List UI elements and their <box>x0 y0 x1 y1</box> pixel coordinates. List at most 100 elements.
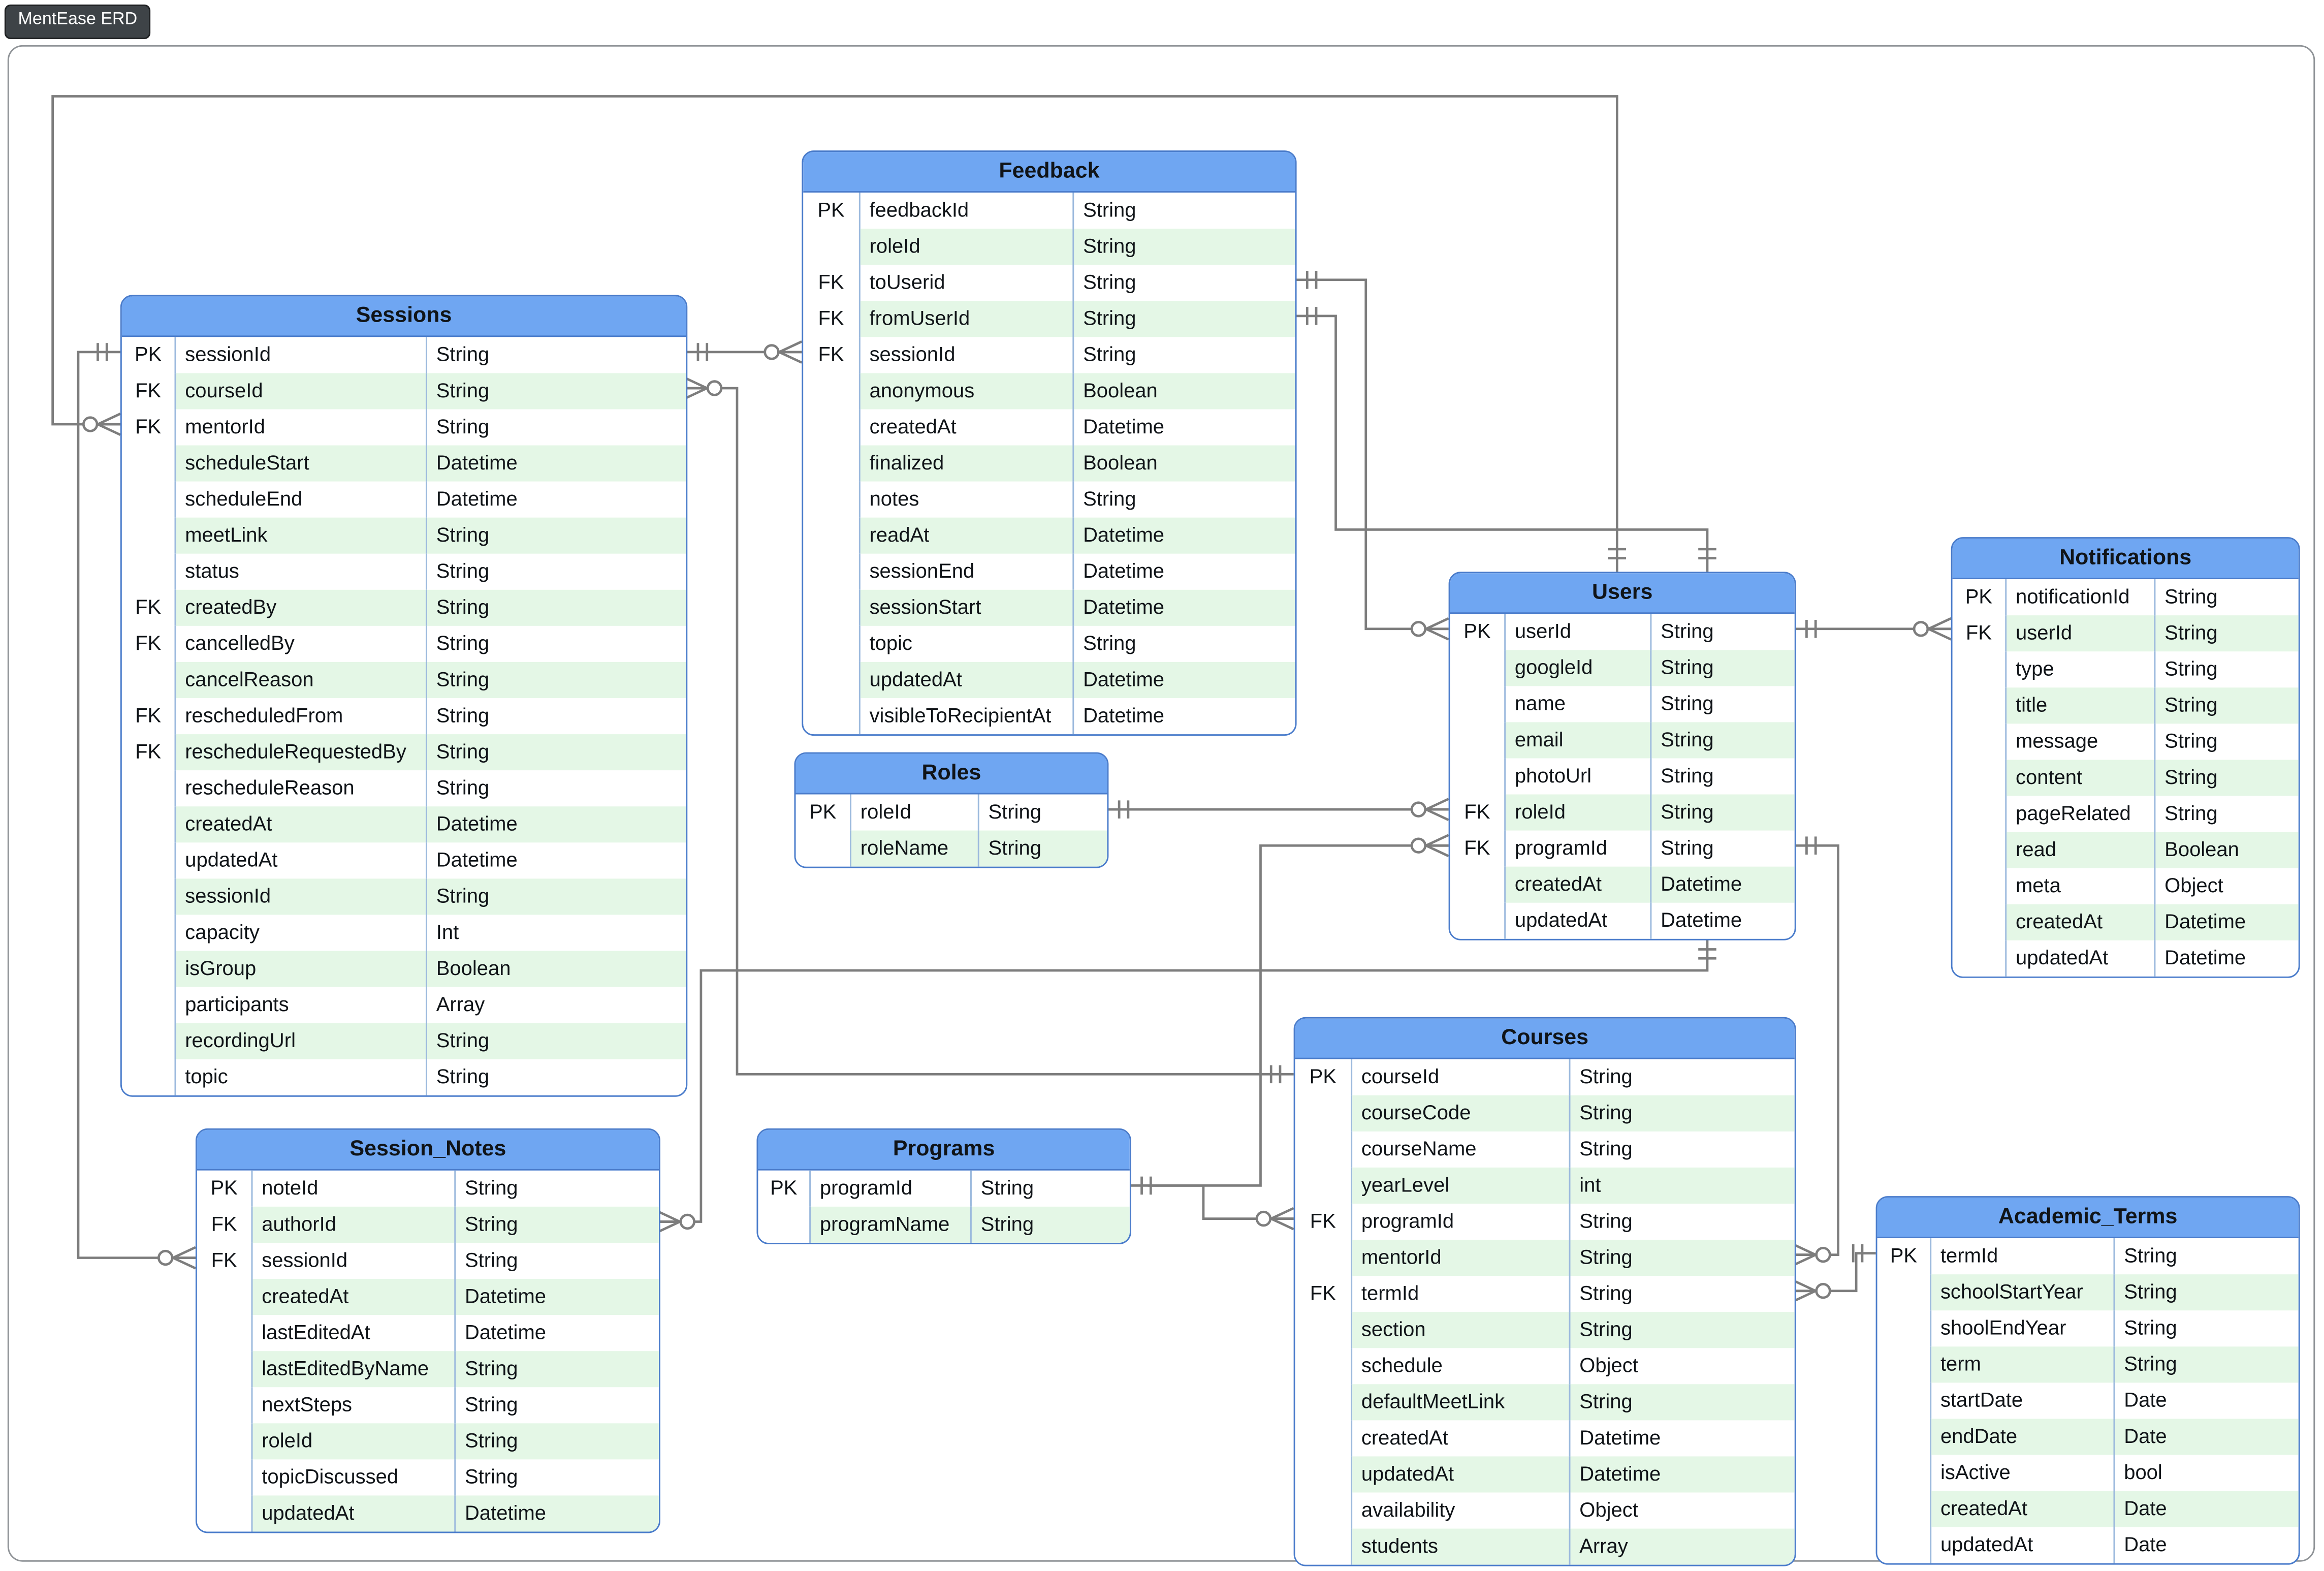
relationship-feedback-users <box>1293 271 1449 641</box>
attribute-key <box>1295 1348 1353 1385</box>
attribute-field: createdAt <box>176 806 427 843</box>
table-title-roles[interactable]: Roles <box>795 753 1107 795</box>
attribute-type: String <box>1661 692 1714 715</box>
attribute-field: sessionStart <box>860 589 1074 626</box>
attribute-field: programId <box>1506 830 1652 867</box>
attribute-type: String <box>456 1206 659 1243</box>
attribute-row: createdAt Datetime <box>803 409 1295 446</box>
table-title-sessions[interactable]: Sessions <box>121 296 686 337</box>
attribute-field: topic <box>861 625 1074 662</box>
attribute-key <box>1877 1274 1932 1311</box>
attribute-type: Datetime <box>1083 415 1165 438</box>
attribute-type: Datetime <box>2164 946 2246 969</box>
table-title-programs[interactable]: Programs <box>758 1129 1130 1171</box>
attribute-key: PK <box>1877 1238 1932 1275</box>
table-title-users[interactable]: Users <box>1450 573 1795 614</box>
attribute-field: updatedAt <box>1506 902 1652 939</box>
attribute-field: userId <box>1506 614 1652 650</box>
attribute-type: Boolean <box>1074 373 1295 410</box>
attribute-key <box>197 1387 253 1424</box>
attribute-field: visibleToRecipientAt <box>861 698 1074 735</box>
attribute-field: endDate <box>1931 1419 2115 1455</box>
attribute-field: name <box>1506 686 1652 722</box>
attribute-key <box>803 698 861 735</box>
attribute-type: Datetime <box>1651 866 1795 903</box>
attribute-key <box>1952 760 2007 796</box>
attribute-field: scheduleStart <box>176 445 427 482</box>
attribute-field: status <box>176 553 427 590</box>
attribute-type: String <box>1661 836 1714 859</box>
attribute-field: mentorId <box>1352 1240 1571 1276</box>
attribute-field: shoolEndYear <box>1931 1310 2115 1347</box>
attribute-key <box>1295 1131 1353 1168</box>
attribute-type: String <box>427 878 686 915</box>
relationship-courses-programs <box>1148 1184 1294 1231</box>
attribute-type: Date <box>2124 1533 2167 1556</box>
attribute-field: recordingUrl <box>176 1023 427 1059</box>
attribute-field: isActive <box>1931 1455 2115 1491</box>
attribute-type: Datetime <box>1074 589 1295 626</box>
attribute-field: sessionEnd <box>861 553 1074 590</box>
attribute-field: roleId <box>851 794 979 831</box>
table-title-academic_terms[interactable]: Academic_Terms <box>1877 1198 2299 1239</box>
attribute-key: FK <box>1450 830 1506 867</box>
attribute-key <box>1952 940 2007 977</box>
attribute-type: String <box>427 662 686 698</box>
attribute-field: title <box>2007 687 2156 724</box>
diagram-title-badge: MentEase ERD <box>4 4 151 39</box>
table-title-courses[interactable]: Courses <box>1295 1018 1795 1059</box>
attribute-key <box>197 1315 253 1352</box>
attribute-type: String <box>1579 1065 1633 1088</box>
attribute-key <box>197 1279 253 1315</box>
attribute-type: String <box>971 1206 1130 1243</box>
attribute-key: FK <box>1295 1203 1353 1240</box>
attribute-field: notificationId <box>2007 579 2156 616</box>
attribute-key <box>803 409 861 446</box>
attribute-type: Array <box>436 993 485 1016</box>
attribute-field: read <box>2007 832 2156 868</box>
attribute-type: String <box>1579 1281 1633 1305</box>
attribute-field: createdAt <box>861 409 1074 446</box>
table-title-notifications[interactable]: Notifications <box>1952 539 2299 580</box>
attribute-key <box>197 1495 253 1532</box>
attribute-field: nextSteps <box>252 1387 456 1424</box>
attribute-type: Datetime <box>456 1495 659 1532</box>
attribute-type: String <box>2115 1274 2299 1311</box>
relationship-sessions-users <box>51 95 1627 572</box>
table-title-session_notes[interactable]: Session_Notes <box>197 1129 659 1171</box>
attribute-type: int <box>1570 1167 1795 1204</box>
attribute-key <box>1952 868 2007 904</box>
attribute-type: String <box>1651 650 1795 686</box>
relationship-sessions-feedback <box>684 340 803 364</box>
table-title-feedback[interactable]: Feedback <box>803 152 1295 193</box>
attribute-type: Datetime <box>1083 559 1165 582</box>
